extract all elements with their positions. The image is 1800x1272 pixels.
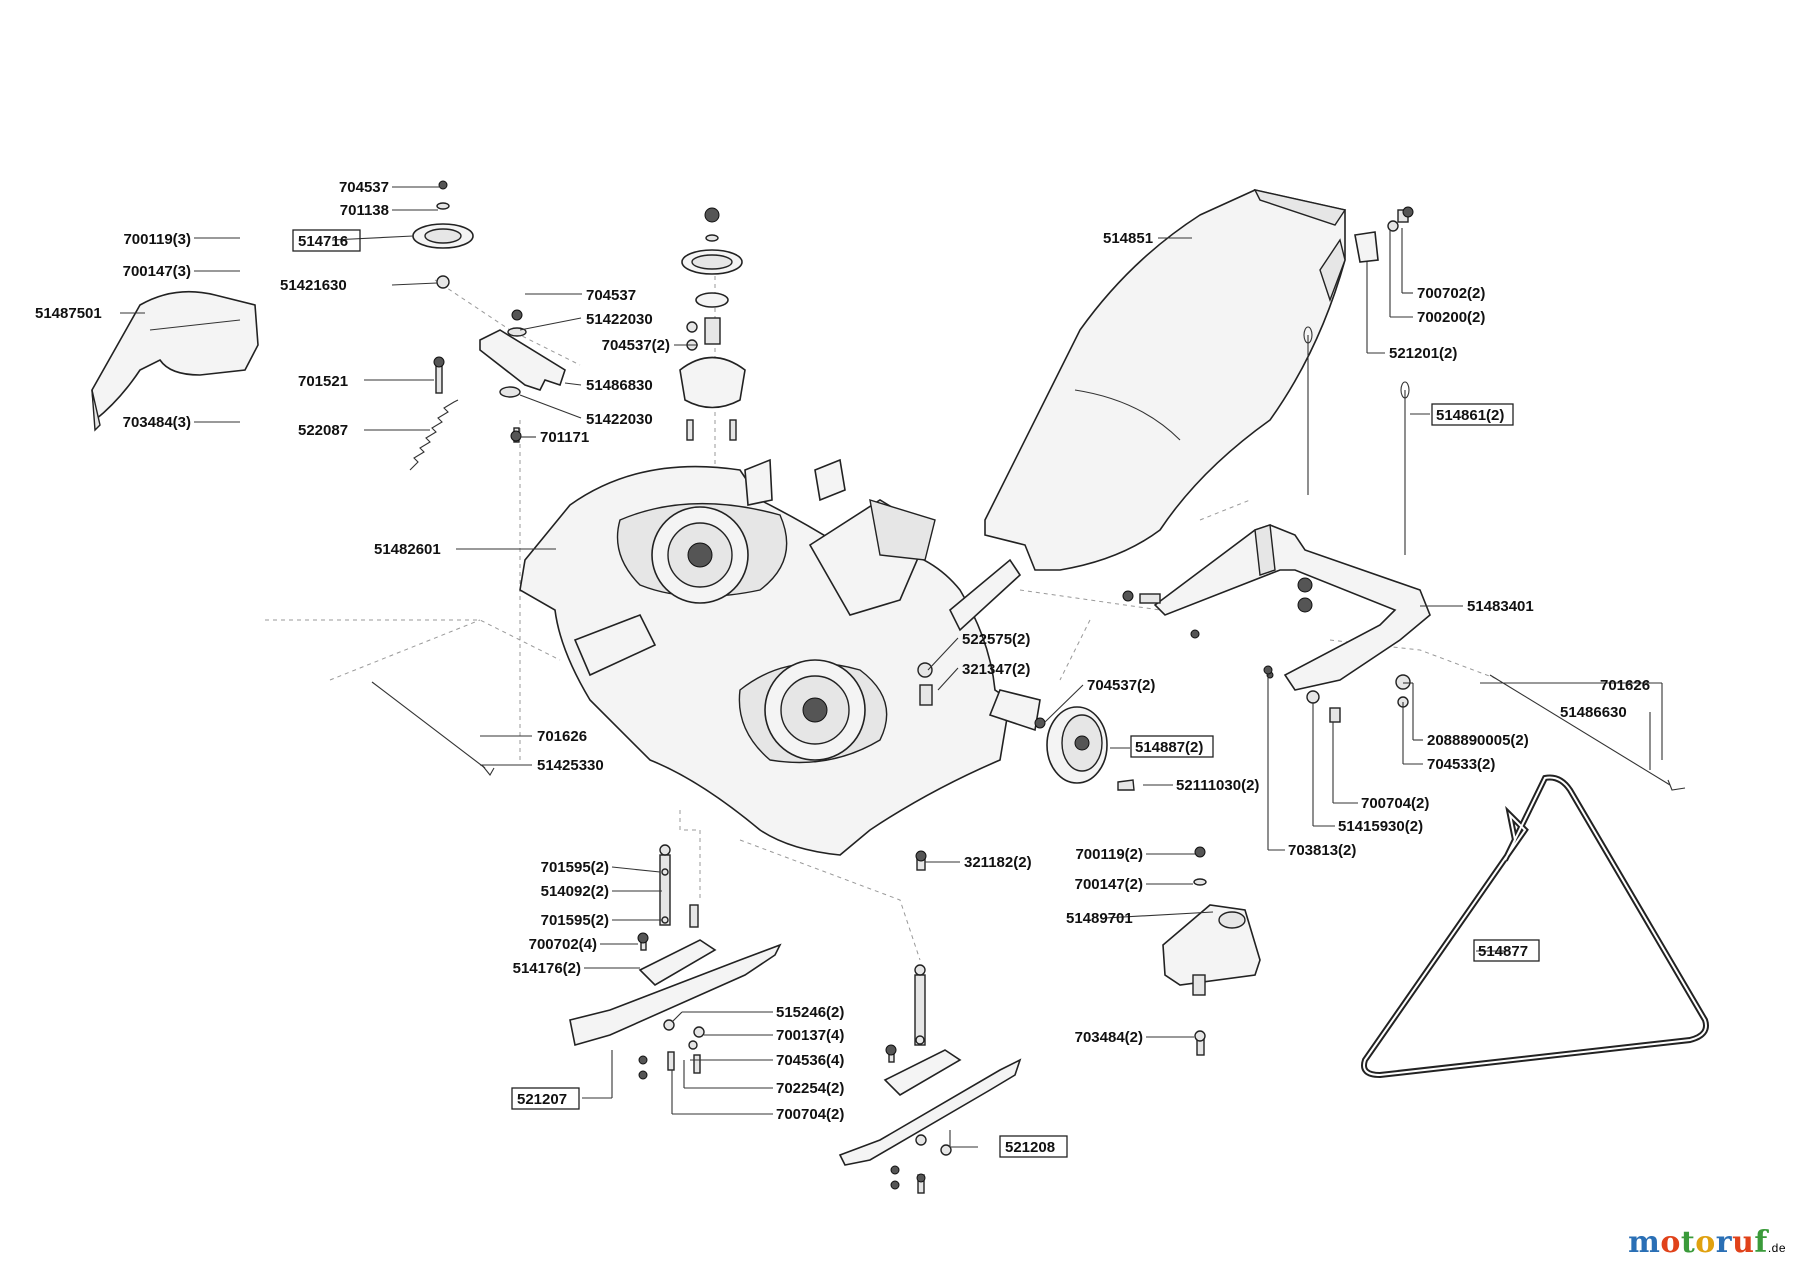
label-51482601: 51482601 (374, 541, 441, 558)
label-701595-2a: 701595(2) (541, 859, 609, 876)
label-522575-2: 522575(2) (962, 631, 1030, 648)
chute-hardware (1354, 206, 1414, 263)
watermark-letter: o (1695, 1225, 1716, 1260)
spindle-pulley-center (679, 207, 746, 441)
label-701595-2b: 701595(2) (541, 912, 609, 929)
label-321347-2: 321347(2) (962, 661, 1030, 678)
label-51421630: 51421630 (280, 277, 347, 294)
rods-514861 (1303, 326, 1410, 555)
watermark-letter: m (1628, 1225, 1661, 1260)
box-514887 (1130, 735, 1214, 758)
label-700200-2: 700200(2) (1417, 309, 1485, 326)
label-701171: 701171 (540, 429, 589, 446)
watermark-letter: f (1754, 1225, 1768, 1260)
label-51415930-2: 51415930(2) (1338, 818, 1423, 835)
label-701138: 701138 (340, 202, 389, 219)
blade-group-right (838, 964, 1022, 1194)
label-521207: 521207 (517, 1091, 567, 1108)
label-51486630: 51486630 (1560, 704, 1627, 721)
label-700137-4: 700137(4) (776, 1027, 844, 1044)
label-51489701: 51489701 (1066, 910, 1133, 927)
rod-51425330 (371, 681, 495, 776)
label-51425330: 51425330 (537, 757, 604, 774)
v-belt (1361, 774, 1709, 1079)
label-702254-2: 702254(2) (776, 1080, 844, 1097)
label-704537-2a: 704537(2) (602, 337, 670, 354)
label-700704-2b: 700704(2) (776, 1106, 844, 1123)
label-700147-3: 700147(3) (123, 263, 191, 280)
label-700704-2a: 700704(2) (1361, 795, 1429, 812)
label-521208: 521208 (1005, 1139, 1055, 1156)
label-700702-4: 700702(4) (529, 936, 597, 953)
bolt-head (915, 850, 927, 862)
label-701626-a: 701626 (537, 728, 587, 745)
watermark-letter: u (1732, 1225, 1755, 1260)
label-703484-3: 703484(3) (123, 414, 191, 431)
box-521208 (999, 1135, 1068, 1158)
watermark-letter: t (1680, 1225, 1696, 1260)
label-700702-2a: 700702(2) (1417, 285, 1485, 302)
washer (917, 662, 933, 678)
belt-cover-left (91, 290, 259, 432)
label-704537: 704537 (339, 179, 389, 196)
label-514092-2: 514092(2) (541, 883, 609, 900)
label-703813-2: 703813(2) (1288, 842, 1356, 859)
label-52111030-2: 52111030(2) (1176, 777, 1259, 794)
label-703484-2: 703484(2) (1075, 1029, 1143, 1046)
pulley-514716 (412, 180, 474, 289)
label-522087: 522087 (298, 422, 348, 439)
blade-group-left (569, 844, 782, 1080)
rod-51486630 (1489, 674, 1686, 791)
label-704533-2: 704533(2) (1427, 756, 1495, 773)
label-514861-2: 514861(2) (1436, 407, 1504, 424)
label-514851: 514851 (1103, 230, 1153, 247)
watermark-letter: r (1715, 1225, 1733, 1260)
belt-cover-right (1162, 846, 1261, 1056)
lift-frame (1122, 524, 1431, 723)
label-51422030-b: 51422030 (586, 411, 653, 428)
label-704536-4: 704536(4) (776, 1052, 844, 1069)
box-521207 (511, 1087, 580, 1110)
mower-deck (519, 458, 1041, 856)
box-514877 (1473, 939, 1540, 962)
label-701521: 701521 (298, 373, 348, 390)
spring (409, 399, 459, 471)
stud (919, 684, 933, 706)
label-2088890005-2: 2088890005(2) (1427, 732, 1529, 749)
box-514861 (1431, 403, 1514, 426)
watermark-letter: o (1660, 1225, 1681, 1260)
watermark-logo: motoruf.de (1628, 1225, 1786, 1260)
label-321182-2: 321182(2) (964, 854, 1032, 871)
label-515246-2: 515246(2) (776, 1004, 844, 1021)
label-700119-2: 700119(2) (1075, 846, 1143, 863)
label-704537-2b: 704537(2) (1087, 677, 1155, 694)
label-521201-2: 521201(2) (1389, 345, 1457, 362)
part-labels: 704537 701138 514716 700119(3) 700147(3)… (35, 179, 1650, 1156)
watermark-suffix: .de (1767, 1241, 1786, 1255)
label-700147-2: 700147(2) (1075, 876, 1143, 893)
label-51487501: 51487501 (35, 305, 102, 322)
label-514887-2: 514887(2) (1135, 739, 1203, 756)
label-700119-3: 700119(3) (123, 231, 191, 248)
label-51486830: 51486830 (586, 377, 653, 394)
label-514877: 514877 (1478, 943, 1528, 960)
label-51483401: 51483401 (1467, 598, 1534, 615)
label-701626-b: 701626 (1600, 677, 1650, 694)
discharge-chute (984, 188, 1347, 571)
box-514716 (292, 229, 361, 252)
label-704537-b: 704537 (586, 287, 636, 304)
label-51422030-a: 51422030 (586, 311, 653, 328)
label-514716: 514716 (298, 233, 348, 250)
watermark-brand: motoruf (1628, 1225, 1768, 1260)
wheel (1034, 706, 1135, 791)
leader-lines (120, 186, 1663, 1148)
idler-arm (433, 309, 566, 443)
label-514176-2: 514176(2) (513, 960, 581, 977)
